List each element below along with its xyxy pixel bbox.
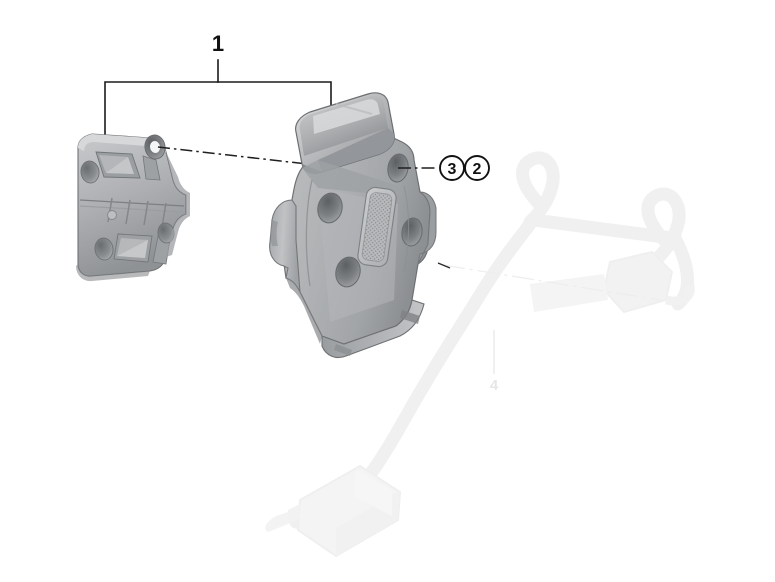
ghost-grip-body: [265, 464, 402, 558]
clamp-bolt-hole-lower-left: [94, 237, 114, 261]
callout-2-label: 2: [473, 161, 482, 178]
holder-hole-left-upper: [317, 192, 343, 224]
callout-3-label: 3: [448, 161, 457, 178]
clamp-bolt-hole-upper-left: [80, 160, 100, 184]
callout-2-circle[interactable]: [464, 155, 490, 181]
callout-1-label: 1: [212, 31, 224, 56]
holder-hole-right-lower: [401, 217, 423, 247]
callout-2[interactable]: 2: [464, 155, 490, 181]
holder-grip-pad: [357, 186, 397, 268]
leader-centerline: [157, 146, 308, 165]
callout-3[interactable]: 3: [439, 155, 465, 181]
clamp-center-pin: [107, 210, 117, 220]
ghost-lever-housing: [530, 250, 695, 314]
leader-ghost: [442, 264, 661, 301]
holder-top-cap: [295, 92, 395, 174]
callout-3-circle[interactable]: [439, 155, 465, 181]
part-device-holder-bracket: [269, 92, 437, 359]
holder-hole-left-lower: [335, 256, 361, 288]
leader-ghost-tick: [437, 262, 451, 269]
part-handlebar-clamp-block: [76, 133, 190, 282]
callout-4-label: 4: [490, 377, 499, 394]
